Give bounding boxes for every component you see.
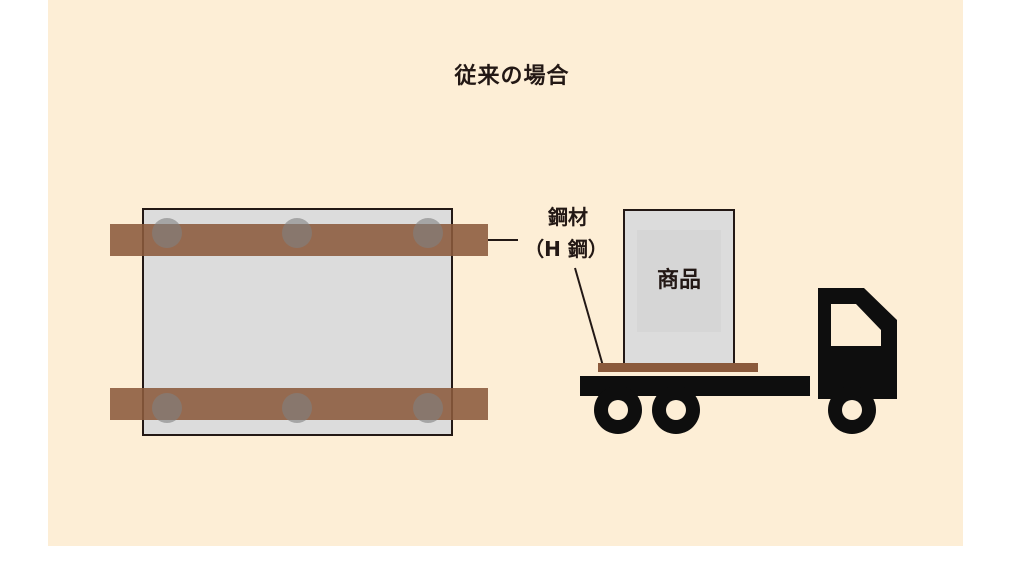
- anchor-point: [152, 218, 182, 248]
- anchor-point: [413, 218, 443, 248]
- anchor-point: [152, 393, 182, 423]
- truck: 商品: [580, 209, 897, 434]
- wheel-hub: [608, 400, 628, 420]
- steel-label-line2: （H 鋼）: [524, 237, 608, 261]
- cargo-label-panel: [637, 230, 721, 332]
- cab-window: [831, 304, 881, 346]
- steel-plate: [598, 363, 758, 372]
- steel-pointer-line: [574, 267, 604, 367]
- diagram-title: 従来の場合: [454, 64, 570, 89]
- anchor-point: [282, 393, 312, 423]
- anchor-point: [282, 218, 312, 248]
- steel-label-line1: 鋼材: [548, 205, 588, 229]
- cargo-label: 商品: [657, 267, 701, 293]
- slab-top-view: [110, 208, 488, 436]
- truck-bed: [580, 376, 810, 396]
- wheel-hub: [842, 400, 862, 420]
- wheel-hub: [666, 400, 686, 420]
- anchor-point: [413, 393, 443, 423]
